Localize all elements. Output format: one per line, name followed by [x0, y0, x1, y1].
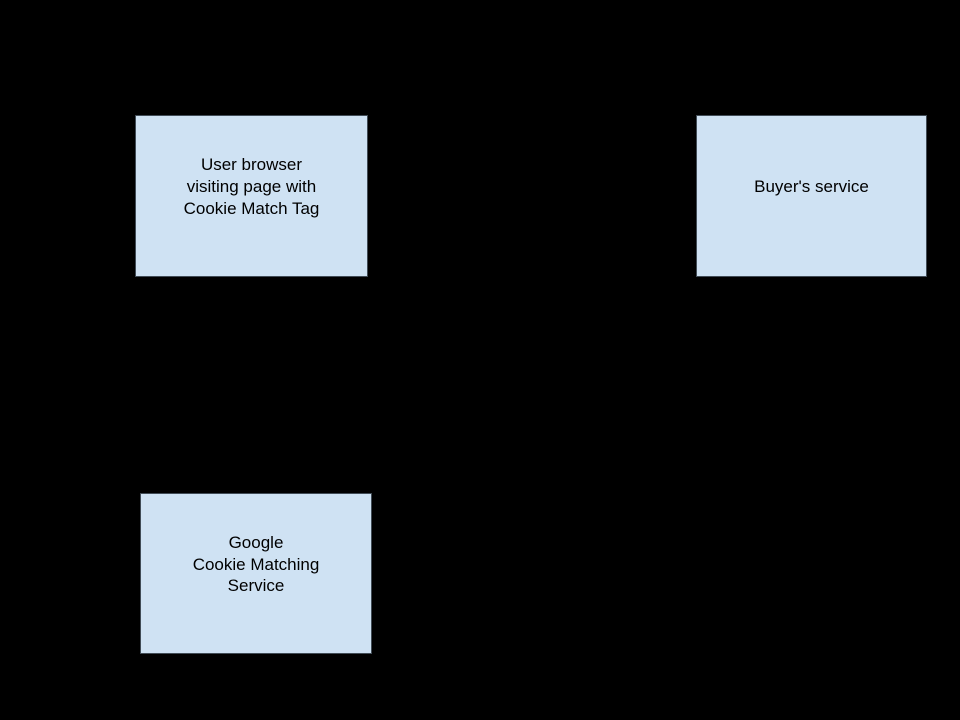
label-line: Google: [228, 532, 284, 552]
label-line: visiting page with: [186, 177, 317, 197]
label-line: Buyer's service: [754, 177, 869, 197]
node-buyers-service-label: Buyer's service: [754, 176, 869, 198]
node-user-browser-label: User browser visiting page with Cookie M…: [184, 154, 320, 219]
label-line: Cookie Matching: [192, 554, 320, 574]
label-line: User browser: [200, 155, 303, 175]
node-user-browser: User browser visiting page with Cookie M…: [135, 115, 368, 277]
node-google-cookie-matching-service-label: Google Cookie Matching Service: [193, 532, 320, 597]
label-line: Service: [227, 576, 285, 596]
label-line: Cookie Match Tag: [183, 198, 320, 218]
node-google-cookie-matching-service: Google Cookie Matching Service: [140, 493, 372, 654]
node-buyers-service: Buyer's service: [696, 115, 927, 277]
